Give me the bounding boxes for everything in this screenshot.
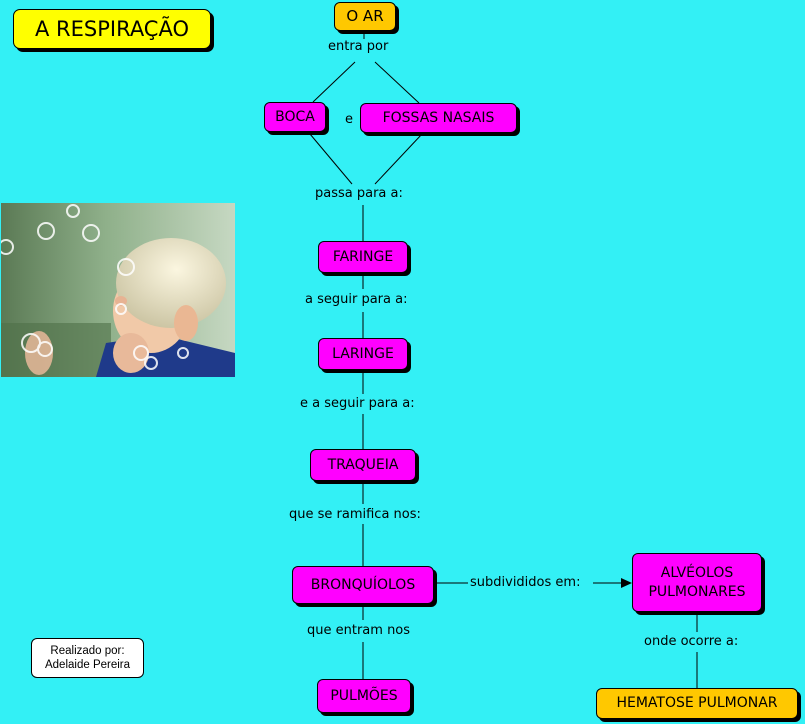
credit-author: Adelaide Pereira	[44, 659, 131, 671]
link-entram: que entram nos	[305, 623, 413, 639]
node-alveolos-line2: PULMONARES	[648, 583, 746, 600]
node-alveolos-pulmonares: ALVÉOLOS PULMONARES	[632, 553, 762, 612]
connector-fossas-passa	[374, 133, 423, 185]
page-title: A RESPIRAÇÃO	[13, 9, 211, 49]
credit-label: Realizado por:	[50, 645, 125, 657]
link-passa-para: passa para a:	[313, 186, 405, 202]
node-o-ar: O AR	[334, 2, 396, 31]
node-traqueia: TRAQUEIA	[310, 449, 416, 481]
link-ramifica: que se ramifica nos:	[287, 507, 423, 523]
link-onde-ocorre: onde ocorre a:	[642, 634, 741, 650]
node-faringe: FARINGE	[318, 241, 408, 273]
link-e: e	[343, 112, 355, 128]
connector-entra-boca	[312, 61, 356, 103]
child-with-bubbles-photo	[1, 203, 235, 377]
link-a-seguir: a seguir para a:	[303, 292, 410, 308]
node-alveolos-line1: ALVÉOLOS	[660, 564, 734, 581]
node-bronquiolos: BRONQUÍOLOS	[292, 566, 434, 604]
node-hematose-pulmonar: HEMATOSE PULMONAR	[596, 688, 798, 719]
link-entra-por: entra por	[326, 39, 391, 55]
connector-entra-fossas	[374, 61, 420, 104]
node-boca: BOCA	[264, 102, 326, 132]
credit-box: Realizado por: Adelaide Pereira	[31, 638, 144, 678]
node-pulmoes: PULMÕES	[317, 679, 411, 713]
connector-boca-passa	[309, 133, 353, 185]
node-fossas-nasais: FOSSAS NASAIS	[360, 103, 517, 133]
node-laringe: LARINGE	[318, 338, 408, 370]
link-e-a-seguir: e a seguir para a:	[298, 396, 417, 412]
link-subdivididos: subdivididos em:	[468, 575, 583, 591]
arrow-head	[621, 578, 632, 588]
